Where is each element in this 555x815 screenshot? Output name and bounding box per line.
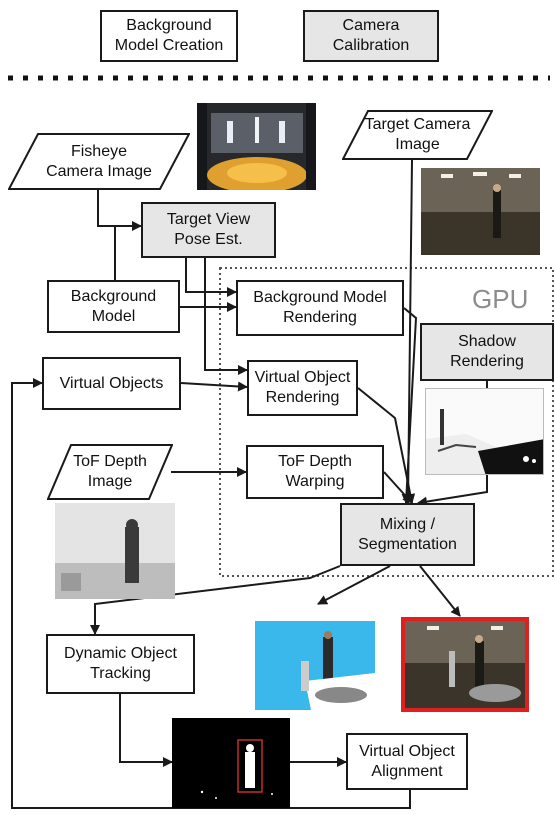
fisheye-photo bbox=[197, 103, 316, 190]
arrow-vobjects-to-vorender bbox=[180, 381, 248, 392]
arrow-alignment-to-vobjects bbox=[11, 378, 411, 809]
target-view-pose-est-box: Target View Pose Est. bbox=[141, 202, 276, 258]
virtual-object-alignment-box: Virtual Object Alignment bbox=[346, 733, 468, 790]
background-model-box: Background Model bbox=[47, 280, 180, 333]
dynamic-object-tracking-box: Dynamic Object Tracking bbox=[46, 634, 195, 694]
target-camera-image-input: Target Camera Image bbox=[342, 110, 493, 160]
target-camera-photo bbox=[421, 168, 540, 255]
arrow-fisheye-to-pose bbox=[97, 190, 142, 231]
shadow-rendering-box: Shadow Rendering bbox=[420, 323, 554, 381]
tof-depth-image-label: ToF Depth Image bbox=[73, 453, 147, 490]
segmentation-output-photo bbox=[255, 621, 375, 710]
arrow-mixing-to-segimage bbox=[317, 565, 391, 605]
shadow-photo bbox=[425, 388, 544, 475]
fisheye-camera-image-label: Fisheye Camera Image bbox=[46, 142, 152, 180]
background-model-rendering-box: Background Model Rendering bbox=[236, 280, 404, 336]
final-composite-photo bbox=[401, 617, 529, 712]
tof-depth-warping-box: ToF Depth Warping bbox=[246, 445, 384, 499]
tof-depth-image-input: ToF Depth Image bbox=[47, 444, 173, 500]
mixing-segmentation-box: Mixing / Segmentation bbox=[340, 503, 475, 566]
virtual-object-rendering-box: Virtual Object Rendering bbox=[247, 360, 358, 416]
gpu-region bbox=[219, 267, 554, 577]
gpu-label: GPU bbox=[472, 284, 529, 314]
tracking-mask-photo bbox=[172, 718, 290, 808]
camera-calibration-box: Camera Calibration bbox=[303, 10, 439, 62]
arrow-mixing-to-finalimage bbox=[419, 565, 461, 617]
arrow-mixing-to-tracking bbox=[90, 565, 341, 635]
arrow-tracking-to-mask bbox=[119, 694, 173, 767]
background-model-creation-box: Background Model Creation bbox=[100, 10, 238, 62]
tof-depth-photo bbox=[55, 503, 175, 599]
arrow-pose-to-bgrender bbox=[185, 258, 237, 297]
arrow-bgrender-to-mixing bbox=[401, 307, 418, 504]
target-camera-image-label: Target Camera Image bbox=[364, 116, 471, 153]
arrow-pose-to-vorender bbox=[204, 258, 248, 375]
arrow-vorender-to-mixing bbox=[357, 387, 416, 504]
fisheye-camera-image-input: Fisheye Camera Image bbox=[8, 133, 190, 190]
virtual-objects-box: Virtual Objects bbox=[42, 357, 181, 410]
arrow-warping-to-mixing bbox=[383, 471, 413, 504]
